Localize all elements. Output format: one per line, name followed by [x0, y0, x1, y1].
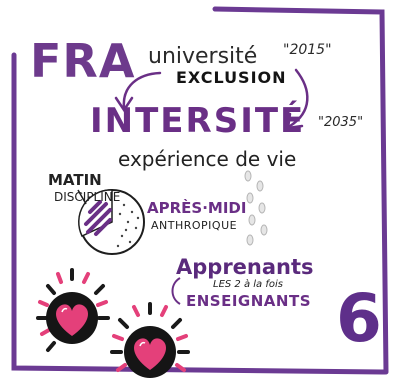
- arrow-icon: [114, 71, 162, 113]
- label-fra: FRA: [30, 34, 136, 88]
- heart-sun-icon: [110, 302, 190, 378]
- pie-chart-icon: [77, 189, 145, 255]
- page-number: 6: [336, 280, 382, 357]
- label-year-2035: "2035": [318, 115, 364, 130]
- footprints-icon: [244, 170, 268, 246]
- page-frame: [11, 6, 389, 375]
- label-matin: MATIN: [48, 171, 102, 189]
- label-experience: expérience de vie: [118, 147, 297, 171]
- bracket-icon: [171, 277, 181, 305]
- label-les-2: LES 2 à la fois: [213, 279, 283, 290]
- heart-sun-icon: [36, 268, 110, 352]
- label-enseignants: ENSEIGNANTS: [186, 292, 311, 310]
- label-year-2015: "2015": [283, 42, 332, 58]
- label-university: université: [148, 44, 258, 69]
- label-discipline: DISCIPLINE: [54, 190, 121, 204]
- label-anthropique: ANTHROPIQUE: [151, 219, 238, 232]
- label-apprenants: Apprenants: [176, 255, 314, 279]
- label-apres-midi: APRÈS·MIDI: [147, 199, 247, 217]
- label-exclusion: EXCLUSION: [176, 68, 287, 87]
- arrow-icon: [286, 68, 309, 130]
- label-intersite: INTERSITÉ: [90, 101, 306, 141]
